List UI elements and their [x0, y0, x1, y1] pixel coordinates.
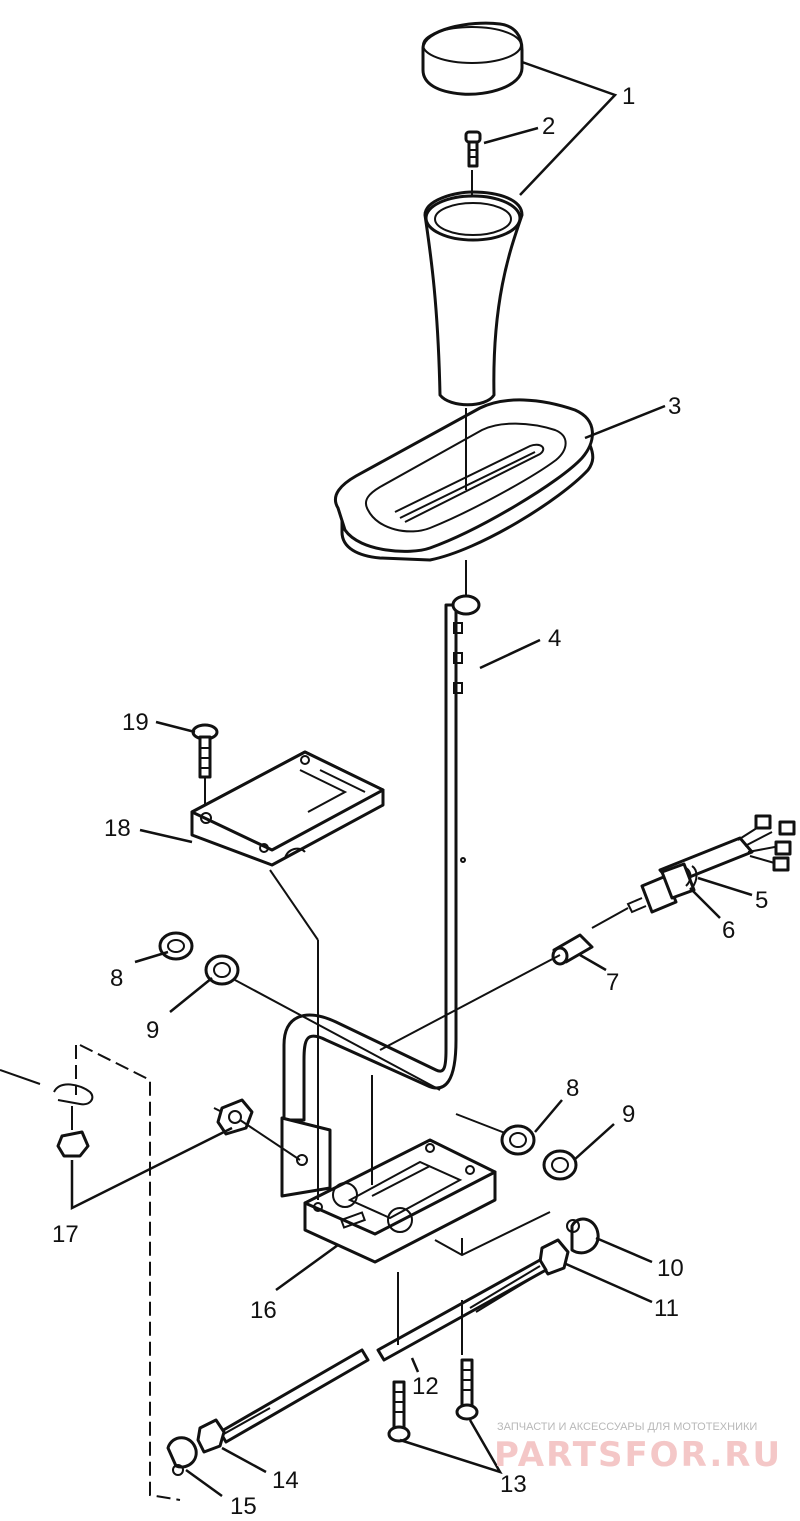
- callout-6: 6: [722, 917, 735, 944]
- callout-8: 8: [110, 965, 123, 992]
- part-shift-lever: [282, 594, 481, 1122]
- phantom-outline: [75, 1044, 181, 1501]
- part-jam-nut-left: [196, 1418, 226, 1454]
- watermark-tagline: ЗАПЧАСТИ И АКСЕССУАРЫ ДЛЯ МОТОТЕХНИКИ: [497, 1421, 757, 1433]
- part-washer-8-left: [158, 931, 194, 961]
- part-shift-boot: [333, 398, 595, 562]
- part-washer-9-right: [542, 1149, 578, 1181]
- callout-12: 12: [412, 1373, 439, 1400]
- callout-9-right: 9: [622, 1101, 635, 1128]
- part-rod-end-left: [166, 1436, 198, 1476]
- callout-9: 9: [146, 1017, 159, 1044]
- callout-11: 11: [654, 1295, 679, 1322]
- part-screw-cover: [191, 723, 219, 779]
- callout-19: 19: [122, 709, 149, 736]
- callout-2: 2: [542, 113, 555, 140]
- part-linkage-bracket: [0, 1069, 94, 1106]
- part-nut-17b: [56, 1130, 90, 1158]
- part-bolt-13a: [387, 1380, 411, 1443]
- part-lever-bracket: [280, 1116, 332, 1198]
- callout-1: 1: [622, 83, 635, 110]
- leader-lines: [70, 60, 753, 1498]
- callout-8-right: 8: [566, 1075, 579, 1102]
- callout-17: 17: [52, 1221, 79, 1248]
- part-nut-17: [213, 1098, 254, 1136]
- callout-14: 14: [272, 1467, 299, 1494]
- part-washer-8-right: [500, 1124, 536, 1156]
- callout-7: 7: [606, 969, 619, 996]
- watermark: ЗАПЧАСТИ И АКСЕССУАРЫ ДЛЯ МОТОТЕХНИКИ PA…: [494, 1421, 782, 1475]
- callout-4: 4: [548, 625, 561, 652]
- part-knob-cap: [421, 21, 524, 96]
- part-washer-9-left: [204, 954, 240, 986]
- part-bolt-13b: [455, 1358, 479, 1421]
- callout-18: 18: [104, 815, 131, 842]
- assembly-centerlines: [71, 170, 561, 1355]
- part-pivot-housing: [303, 1138, 497, 1264]
- watermark-logo: PARTSFOR.RU: [494, 1435, 782, 1475]
- callout-5: 5: [755, 887, 768, 914]
- callout-13: 13: [500, 1471, 527, 1498]
- part-cover-plate: [190, 750, 385, 867]
- part-rod-end-right: [566, 1217, 600, 1255]
- callout-labels: 1 2 3 4 5 6 7 8 9 8 9 10 11 12 13 14 15 …: [52, 83, 768, 1520]
- part-screw-small: [464, 130, 482, 168]
- callout-10: 10: [657, 1255, 684, 1282]
- callout-16: 16: [250, 1297, 277, 1324]
- callout-15: 15: [230, 1493, 257, 1516]
- part-shift-rod: [218, 1258, 548, 1444]
- part-shift-grip: [423, 190, 524, 407]
- part-wiring-harness: [591, 814, 796, 929]
- callout-3: 3: [668, 393, 681, 420]
